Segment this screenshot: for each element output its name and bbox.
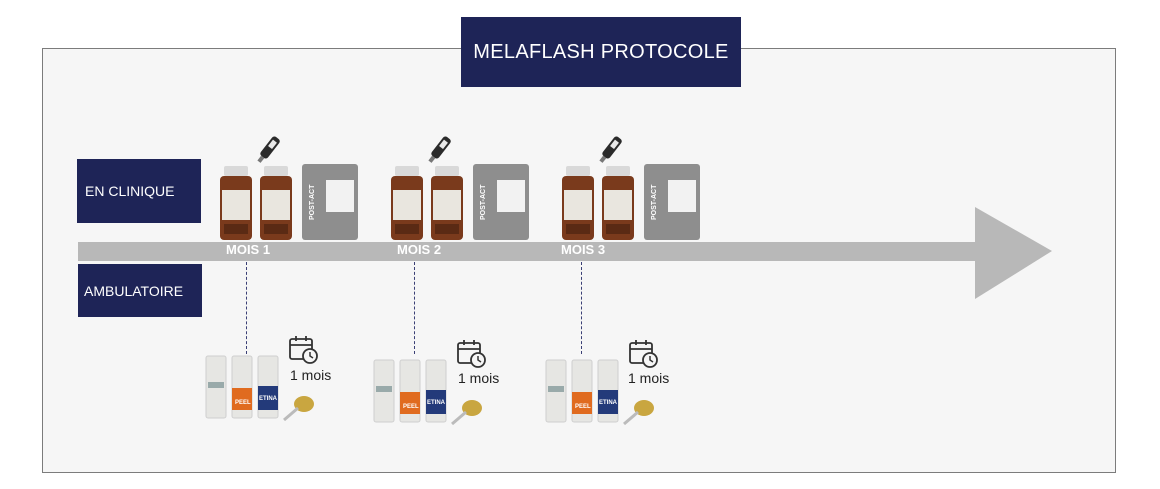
calendar-clock-icon [289,336,318,364]
vial-1 [562,166,594,240]
home-products-1: PEEL ETINA [204,334,324,422]
duration-label-3: 1 mois [628,370,670,386]
peel-label: PEEL [403,404,419,410]
clinic-products-1: POST-ACT [218,132,368,244]
bottle-retinal [425,359,447,423]
month-label-2: MOIS 2 [397,242,442,257]
bottle-peel [231,355,253,419]
connector-1 [246,262,247,354]
peel-label: PEEL [235,400,251,406]
bottle-white [373,359,395,423]
retinal-label: ETINA [599,400,618,406]
peel-label: PEEL [575,404,591,410]
dropper [283,396,314,422]
clinic-products-2: POST-ACT [389,132,539,244]
bottle-retinal [257,355,279,419]
month-label-1: MOIS 1 [226,242,271,257]
page-title: MELAFLASH PROTOCOLE [461,17,741,87]
timeline-arrowhead [975,207,1052,299]
connector-3 [581,262,582,354]
vial-2 [431,166,463,240]
retinal-label: ETINA [259,396,278,402]
bottle-retinal [597,359,619,423]
bottle-peel [571,359,593,423]
dropper [623,400,654,426]
dermapen-icon [257,136,280,163]
vial-1 [391,166,423,240]
duration-label-2: 1 mois [458,370,500,386]
bottle-white [205,355,227,419]
mask-sachet [302,164,358,240]
vial-1 [220,166,252,240]
mask-sachet [644,164,700,240]
calendar-clock-icon [457,340,486,368]
row-label-clinic: EN CLINIQUE [77,159,201,223]
mask-label: POST-ACT [309,184,316,220]
dermapen-icon [599,136,622,163]
bottle-white [545,359,567,423]
dropper [451,400,482,426]
vial-2 [260,166,292,240]
retinal-label: ETINA [427,400,446,406]
home-products-2: PEEL ETINA [372,338,492,426]
timeline-bar [78,242,978,261]
mask-sachet [473,164,529,240]
bottle-peel [399,359,421,423]
mask-label: POST-ACT [651,184,658,220]
mask-label: POST-ACT [480,184,487,220]
clinic-products-3: POST-ACT [560,132,710,244]
home-products-3: PEEL ETINA [544,338,664,426]
dermapen-icon [428,136,451,163]
row-label-ambulatory: AMBULATOIRE [78,264,202,317]
vial-2 [602,166,634,240]
calendar-clock-icon [629,340,658,368]
month-label-3: MOIS 3 [561,242,606,257]
connector-2 [414,262,415,354]
duration-label-1: 1 mois [290,367,332,383]
